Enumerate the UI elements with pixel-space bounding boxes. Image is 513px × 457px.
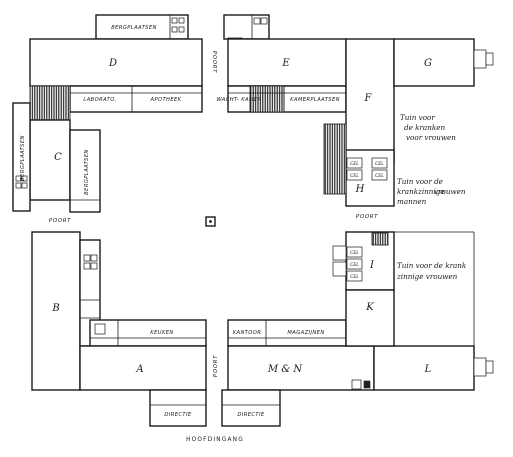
room-wachtkamer: WACHT- KAMER (217, 97, 262, 103)
cel-label: CEL (350, 173, 359, 179)
room-keuken: KEUKEN (150, 330, 173, 336)
poort-bottom: POORT (213, 355, 219, 377)
wing-label-f: F (364, 93, 373, 104)
cel-label: CEL (375, 173, 384, 179)
main-entrance-label: HOOFDINGANG (186, 437, 244, 443)
garden-note-insane-women: Tuin voor de krank zinnige vrouwen (396, 261, 466, 281)
wing-mn (227, 345, 375, 391)
cel-label: CEL (350, 262, 359, 268)
cel-label: CEL (375, 161, 384, 167)
wing-label-k: K (365, 302, 374, 313)
cel-label: CEL (350, 250, 359, 256)
room-magazijnen: MAGAZIJNEN (287, 330, 324, 336)
svg-text:voor vrouwen: voor vrouwen (406, 133, 456, 142)
wing-label-l: L (424, 364, 432, 375)
wing-label-mn: M & N (267, 364, 303, 375)
wing-label-c: C (54, 152, 62, 163)
wing-f (345, 38, 395, 163)
svg-text:de kranken: de kranken (404, 123, 445, 132)
svg-text:mannen: mannen (397, 197, 427, 206)
wing-label-i: I (369, 260, 375, 271)
bergplaatsen-c-annex (69, 129, 101, 213)
wing-e (227, 38, 347, 87)
wing-label-a: A (135, 364, 143, 375)
wing-label-g: G (424, 58, 432, 69)
garden-note-insane-men: Tuin voor de krankzinnige mannen vrouwen (397, 177, 466, 206)
directie-left (149, 389, 207, 427)
room-laboratorium: LABORATO. (83, 97, 116, 103)
room-kantoor: KANTOOR (233, 330, 262, 336)
cel-label: CEL (350, 161, 359, 167)
svg-text:Tuin voor: Tuin voor (400, 113, 435, 122)
wing-k (345, 289, 395, 347)
wing-label-h: H (355, 184, 365, 195)
wing-label-b: B (51, 303, 59, 314)
svg-text:Tuin voor de krank: Tuin voor de krank (397, 261, 466, 270)
poort-left: POORT (49, 218, 71, 224)
room-kamerplaatsen: KAMERPLAATSEN (290, 97, 340, 103)
poort-right: POORT (356, 214, 378, 220)
wing-h-hatch (323, 123, 347, 195)
room-bergplaatsen-top: BERGPLAATSEN (111, 25, 157, 31)
svg-text:Tuin voor de: Tuin voor de (397, 177, 443, 186)
garden-note-women-patients: Tuin voor de kranken voor vrouwen (400, 113, 456, 142)
wing-label-d: D (108, 58, 117, 69)
wing-g (393, 38, 475, 87)
directie-right (221, 389, 281, 427)
room-bergplaatsen-c: BERGPLAATSEN (84, 149, 90, 195)
room-directie-left: DIRECTIE (164, 412, 192, 418)
svg-text:krankzinnige: krankzinnige (397, 187, 445, 196)
wing-mn-upper-strip (227, 319, 347, 347)
svg-text:zinnige vrouwen: zinnige vrouwen (396, 272, 458, 281)
wing-d (29, 38, 203, 87)
wing-a-upper-strip (89, 319, 207, 347)
svg-text:vrouwen: vrouwen (434, 187, 466, 196)
poort-top: POORT (211, 51, 217, 73)
room-apotheek: APOTHEEK (150, 97, 182, 103)
wing-c (29, 119, 71, 201)
wing-a (79, 345, 207, 391)
wachtkamer-hatch (249, 85, 285, 113)
room-bergplaatsen-left: BERGPLAATSEN (20, 135, 26, 181)
wing-l (373, 345, 475, 391)
wing-c-hatch-top (29, 85, 71, 121)
room-directie-right: DIRECTIE (237, 412, 265, 418)
wing-label-e: E (281, 58, 290, 69)
cel-label: CEL (350, 274, 359, 280)
wing-e-lower-strip (227, 85, 347, 113)
